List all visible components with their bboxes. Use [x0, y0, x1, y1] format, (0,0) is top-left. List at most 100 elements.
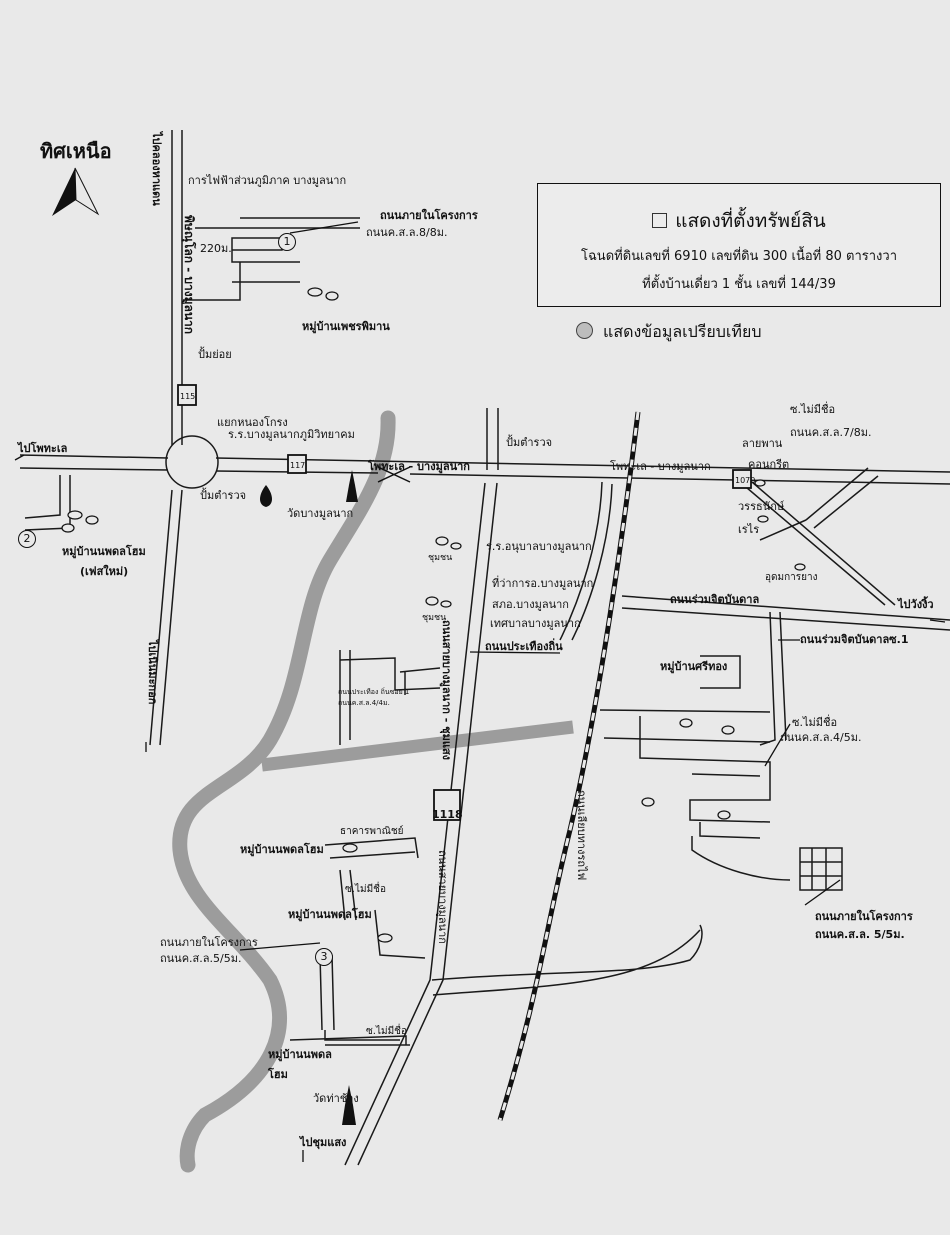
label-concrete: คอนกรีต — [748, 458, 790, 471]
label-road-phitsanulok: พิษณุโลก - บางมูลนาก — [182, 215, 196, 335]
label-to-khlong-lan: ไปคลองหาแดน — [150, 132, 163, 206]
label-rerai: เรไร — [738, 523, 760, 536]
label-hwy-1070: 1070 — [735, 476, 756, 485]
label-moo-pon-2: หมู่บ้านนพดลโฮม — [288, 908, 372, 921]
label-soi-nameless-3: ซ.ไม่มีชื่อ — [345, 884, 386, 895]
label-road-cs-4: ถนนค.ส.ล.4/5ม. — [780, 731, 862, 744]
label-rail: ถนนเลียบทางรถไฟ — [575, 790, 588, 881]
label-soi-small: ถนนประเทือง ถิ่นซอย 1 — [338, 688, 410, 696]
road-phitsanulok — [149, 130, 183, 746]
village-pondol-lower — [319, 837, 426, 1046]
north-label: ทิศเหนือ — [40, 139, 112, 163]
comparison-pin-2: 2 — [18, 530, 36, 548]
comparison-pin-1: 1 — [278, 233, 296, 251]
legend-box: แสดงที่ตั้งทรัพย์สิน โฉนดที่ดินเลขที่ 69… — [537, 183, 941, 307]
label-moo-phet: หมู่บ้านเพชรพิมาน — [302, 320, 390, 333]
roundabout — [165, 435, 219, 489]
label-hwy-117: 117 — [290, 461, 306, 470]
legend-title: แสดงที่ตั้งทรัพย์สิน — [675, 210, 826, 232]
label-internal-road-2b: ถนนค.ส.ล. 5/5ม. — [815, 928, 905, 941]
soi-nameless-4 — [289, 1035, 407, 1045]
label-bank: สภอ.บางมูลนาก — [492, 598, 569, 611]
label-soi-small-b: ถนนค.ส.ล.4/4ม. — [338, 699, 390, 707]
road-right-ns — [559, 481, 613, 641]
label-to-rang: ไปวังงิ้ว — [898, 598, 934, 611]
label-internal-road-2: ถนนภายในโครงการ — [815, 910, 913, 923]
arrow-east — [929, 619, 946, 623]
label-shops-1: ชุมชน — [428, 553, 453, 563]
label-district-office: ที่ว่าการอ.บางมูลนาก — [492, 577, 594, 590]
label-internal-road-3b: ถนนค.ส.ล.5/5ม. — [160, 952, 242, 965]
label-gas-station-1: ปั้มย่อย — [198, 348, 232, 361]
label-road-bmn: ถนนสายบางมูลนาก - ชุมแสง — [440, 620, 453, 761]
village-grid-west — [24, 475, 71, 531]
road-jit-soi — [759, 611, 787, 746]
road-lower-east — [431, 924, 703, 996]
label-moo-pon-3b: โฮม — [268, 1068, 288, 1081]
arrow-west — [14, 454, 25, 461]
label-road-jit: ถนนร่วมจิตบันดาล — [670, 593, 760, 606]
label-municipality: เทศบาลบางมูลนาก — [490, 617, 581, 630]
label-hwy-115: 115 — [180, 392, 196, 401]
label-road-pho-bang: โพทะเล - บางมูลนาก — [368, 460, 470, 473]
label-internal-road-1b: ถนนค.ส.ล.8/8ม. — [366, 226, 448, 239]
label-wat-2: วัดท่าช้าง — [313, 1092, 359, 1105]
label-soi-nameless-4: ซ.ไม่มีชื่อ — [366, 1026, 407, 1037]
label-soi-nameless-1: ซ.ไม่มีชื่อ — [790, 403, 836, 416]
arrow-internal-1 — [289, 221, 359, 234]
label-hwy-1118: 1118 — [432, 808, 463, 821]
river — [172, 410, 396, 1173]
label-moo-pon-1: หมู่บ้านนพดลโฮม — [240, 843, 324, 856]
label-gas-station-3: ปั้มตำรวจ — [506, 436, 553, 449]
highway-shields — [177, 384, 752, 821]
label-moo-pon-new-b: (เฟสใหม่) — [80, 565, 129, 578]
comparison-label: แสดงข้อมูลเปรียบเทียบ — [603, 322, 762, 341]
village-grid-north — [183, 217, 360, 301]
railway-ties — [498, 411, 640, 1121]
label-bank-2: ธาคารพาณิชย์ — [340, 826, 404, 837]
label-school-2: ร.ร.อนุบาลบางมูลนาก — [486, 540, 592, 553]
label-internal-road-1: ถนนภายในโครงการ — [380, 209, 478, 222]
label-wat: วัดบางมูลนาก — [287, 507, 354, 520]
drop-icon — [260, 485, 272, 507]
house-icons — [61, 287, 806, 943]
comparison-pin-3: 3 — [315, 948, 333, 966]
label-road-pho-bang-2: โพทะเล - บางมูลนาก — [610, 460, 711, 473]
road-bangmulnak-chumsaeng — [344, 408, 499, 1166]
arrow-cs4 — [764, 723, 791, 767]
comparison-circle-icon — [576, 322, 593, 339]
label-internal-road-3: ถนนภายในโครงการ — [160, 936, 258, 949]
soi-prathueang — [339, 650, 441, 745]
label-soi-nameless-2: ซ.ไม่มีชื่อ — [792, 716, 838, 729]
label-moo-pon-3: หมู่บ้านนพดล — [268, 1048, 332, 1061]
label-intersection: แยกหนองโกรง — [217, 416, 288, 429]
label-gas-left: ปั้มตำรวจ — [200, 489, 247, 502]
arrow-prachaphai — [469, 651, 561, 654]
temple-icon — [346, 470, 358, 502]
road-ne — [739, 481, 896, 606]
road-ne-branch — [759, 467, 879, 541]
label-road-prachaphai: ถนนประเทืองถิ่น — [485, 640, 563, 653]
legend-title-row: แสดงที่ตั้งทรัพย์สิน — [538, 206, 940, 236]
arrow-internal-3 — [239, 942, 321, 951]
label-road-cs-7: ถนนค.ส.ล.7/8ม. — [790, 426, 872, 439]
temple-icon — [342, 1085, 356, 1125]
railway — [497, 411, 641, 1121]
north-indicator: ทิศเหนือ — [40, 135, 120, 167]
canal — [261, 720, 574, 772]
village-grid-east — [599, 655, 843, 891]
label-to-nong-bua: ไปเนินมะกอก — [146, 640, 159, 705]
label-to-phopthale-left: ไปโพทะเล — [18, 442, 68, 455]
property-square-icon — [652, 213, 668, 228]
road-jit — [621, 595, 950, 631]
label-udom: อุดมการยาง — [765, 572, 818, 583]
label-shops-2: ชุมชน — [422, 613, 447, 623]
label-moo-pon-new: หมู่บ้านนพดลโฮม — [62, 545, 146, 558]
label-road-jit-1: ถนนร่วมจิตบันดาลซ.1 — [800, 633, 909, 646]
label-road-old: ถนนสายบางมูลนาก — [436, 850, 449, 944]
label-moo-sri: หมู่บ้านศรีทอง — [660, 660, 728, 673]
label-wanna: วรรธนักษ์ — [738, 500, 785, 513]
label-pea: การไฟฟ้าส่วนภูมิภาค บางมูลนาก — [188, 174, 347, 187]
arrow-internal-2 — [804, 879, 841, 906]
